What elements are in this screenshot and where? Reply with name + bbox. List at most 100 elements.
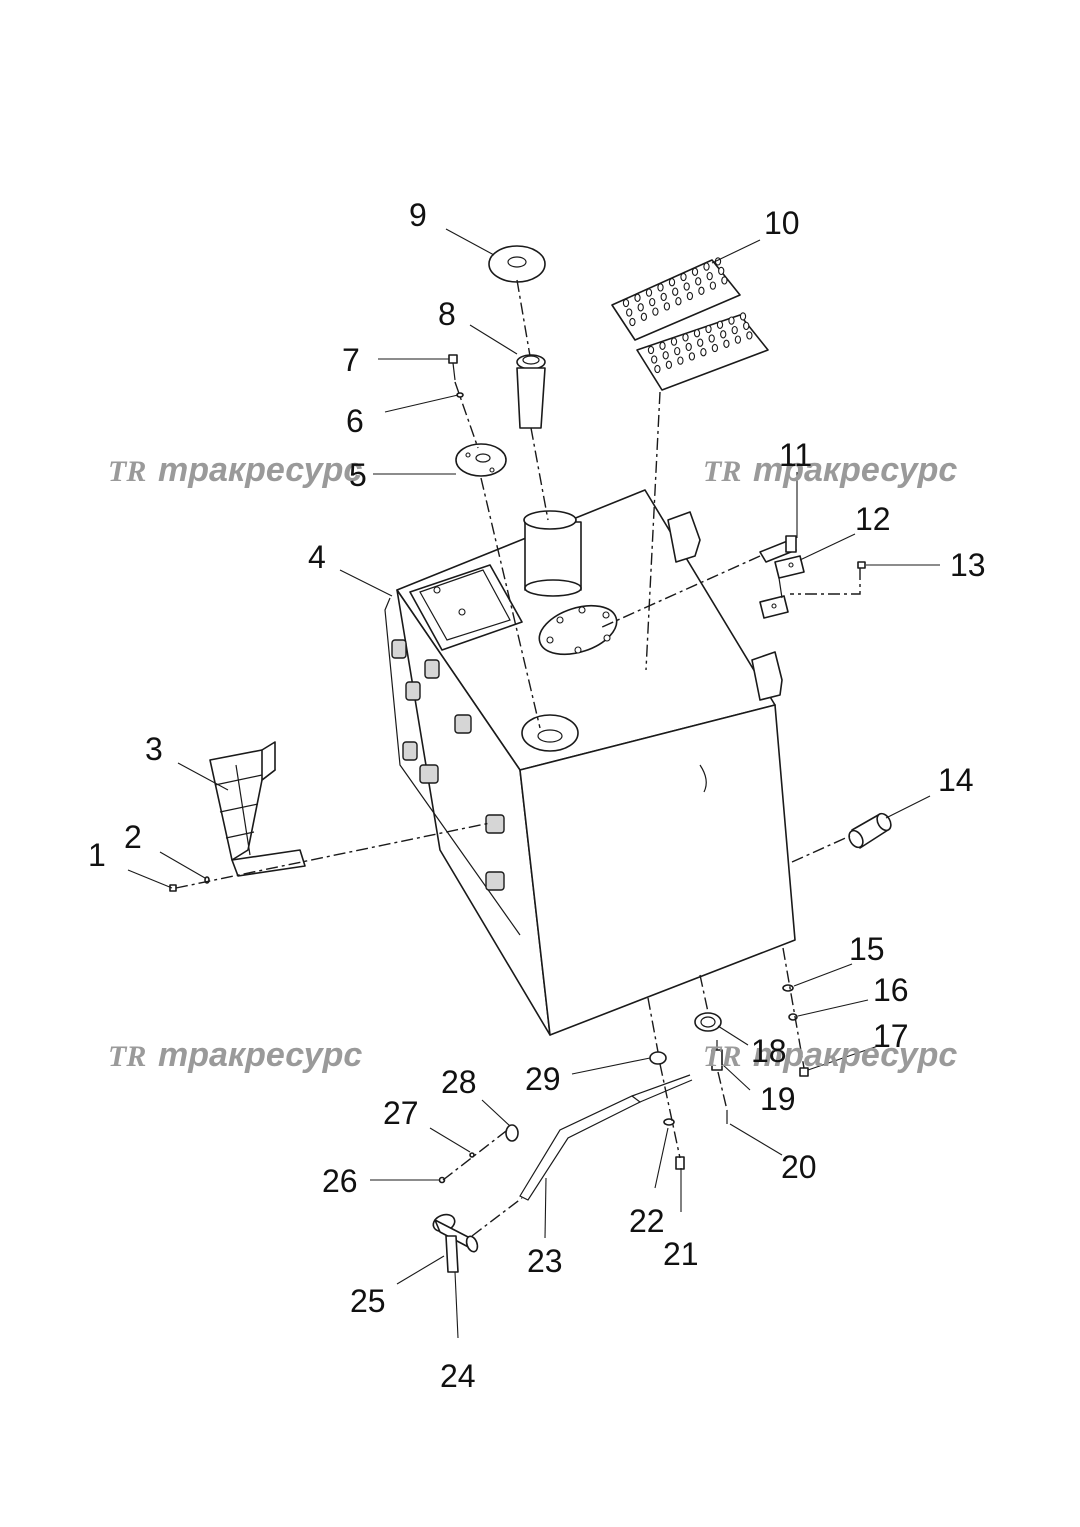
callout-15: 15 bbox=[849, 931, 885, 967]
perforation-hole bbox=[654, 364, 661, 374]
fuel-tank bbox=[384, 489, 796, 1036]
perforation-hole bbox=[670, 337, 678, 346]
callout-4: 4 bbox=[308, 539, 326, 575]
perforation-hole bbox=[640, 312, 648, 321]
callout-2: 2 bbox=[124, 819, 142, 855]
leader-lines bbox=[127, 228, 940, 1339]
perforation-hole bbox=[697, 338, 704, 347]
perforation-hole bbox=[660, 292, 667, 302]
part-5-flange-plate bbox=[455, 443, 507, 477]
perforation-hole bbox=[698, 286, 705, 295]
callout-29: 29 bbox=[525, 1061, 561, 1097]
callout-18: 18 bbox=[751, 1033, 787, 1069]
perforation-hole bbox=[703, 262, 710, 271]
callout-5: 5 bbox=[349, 457, 367, 493]
perforation-hole bbox=[663, 302, 671, 311]
callout-7: 7 bbox=[342, 342, 360, 378]
callout-22: 22 bbox=[629, 1203, 665, 1239]
watermark-logo: TR bbox=[703, 1040, 741, 1073]
callout-13: 13 bbox=[950, 547, 986, 583]
perforation-hole bbox=[728, 316, 735, 325]
watermark-text: тракресурс bbox=[753, 451, 957, 489]
perforation-hole bbox=[720, 330, 727, 339]
perforation-hole bbox=[709, 281, 717, 290]
perforation-hole bbox=[675, 297, 682, 306]
perforation-hole bbox=[746, 331, 753, 340]
perforation-hole bbox=[739, 312, 747, 321]
perforation-hole bbox=[622, 298, 630, 308]
perforation-hole bbox=[626, 308, 633, 317]
assembly-lines bbox=[175, 279, 861, 1237]
callout-11: 11 bbox=[779, 437, 812, 473]
perforation-hole bbox=[686, 291, 694, 301]
watermark-top-left: TR тракресурс bbox=[108, 451, 362, 489]
perforation-hole bbox=[652, 307, 659, 316]
perforation-hole bbox=[743, 321, 750, 331]
perforation-hole bbox=[649, 297, 656, 307]
callout-25: 25 bbox=[350, 1283, 386, 1319]
callout-19: 19 bbox=[760, 1081, 796, 1117]
watermark-text: тракресурс bbox=[158, 451, 362, 489]
part-28-clamp bbox=[505, 1124, 519, 1142]
callout-6: 6 bbox=[346, 403, 364, 439]
callout-27: 27 bbox=[383, 1095, 419, 1131]
perforation-hole bbox=[657, 283, 664, 292]
perforation-hole bbox=[718, 266, 725, 276]
watermark-text: тракресурс bbox=[753, 1036, 957, 1074]
perforation-hole bbox=[731, 325, 738, 335]
perforation-hole bbox=[708, 334, 715, 343]
callout-23: 23 bbox=[527, 1243, 563, 1279]
part-9-cap bbox=[488, 245, 546, 283]
part-14-sleeve bbox=[848, 812, 892, 849]
part-29-gasket bbox=[649, 1051, 667, 1065]
callout-17: 17 bbox=[873, 1018, 909, 1054]
part-24-stem bbox=[445, 1235, 459, 1273]
part-19-valve bbox=[711, 1040, 723, 1071]
perforation-hole bbox=[682, 333, 689, 342]
part-21-plug bbox=[675, 1156, 685, 1170]
part-18-drain-plug bbox=[694, 1012, 722, 1032]
perforation-hole bbox=[688, 352, 696, 361]
callout-21: 21 bbox=[663, 1236, 699, 1272]
perforation-hole bbox=[716, 320, 724, 329]
perforation-hole bbox=[629, 317, 636, 327]
callout-1: 1 bbox=[88, 837, 106, 873]
part-12-clamp-bracket bbox=[759, 555, 805, 619]
watermark-logo: TR bbox=[108, 455, 146, 488]
perforation-hole bbox=[645, 288, 653, 297]
perforation-hole bbox=[683, 282, 690, 291]
perforation-hole bbox=[672, 287, 679, 296]
perforation-hole bbox=[723, 339, 730, 348]
part-8-filler-tube bbox=[516, 354, 546, 429]
perforation-hole bbox=[634, 293, 641, 302]
perforation-hole bbox=[662, 351, 669, 360]
perforation-hole bbox=[691, 267, 699, 276]
perforation-hole bbox=[700, 348, 707, 357]
callout-20: 20 bbox=[781, 1149, 817, 1185]
callout-8: 8 bbox=[438, 296, 456, 332]
perforation-hole bbox=[695, 277, 702, 286]
perforation-hole bbox=[721, 276, 728, 285]
perforation-hole bbox=[705, 324, 712, 334]
part-27-washer bbox=[469, 1152, 475, 1158]
part-15-washer bbox=[782, 984, 794, 992]
perforation-hole bbox=[674, 346, 681, 356]
perforation-hole bbox=[647, 345, 655, 355]
perforation-hole bbox=[677, 356, 684, 365]
perforation-hole bbox=[711, 343, 719, 353]
watermark-logo: TR bbox=[108, 1040, 146, 1073]
watermark-text: тракресурс bbox=[158, 1036, 362, 1074]
callout-12: 12 bbox=[855, 501, 891, 537]
perforation-hole bbox=[693, 329, 701, 338]
callout-10: 10 bbox=[764, 205, 800, 241]
callout-24: 24 bbox=[440, 1358, 476, 1394]
perforation-hole bbox=[680, 272, 687, 282]
part-7-bolt bbox=[448, 354, 458, 381]
perforation-hole bbox=[734, 335, 742, 344]
part-25-t-handle bbox=[432, 1213, 479, 1253]
watermark-top-right: TR тракресурс bbox=[703, 451, 957, 489]
perforation-hole bbox=[665, 360, 673, 369]
callout-3: 3 bbox=[145, 731, 163, 767]
callout-labels: 1 2 3 4 5 6 7 8 9 10 11 12 13 14 15 16 1… bbox=[88, 197, 986, 1394]
